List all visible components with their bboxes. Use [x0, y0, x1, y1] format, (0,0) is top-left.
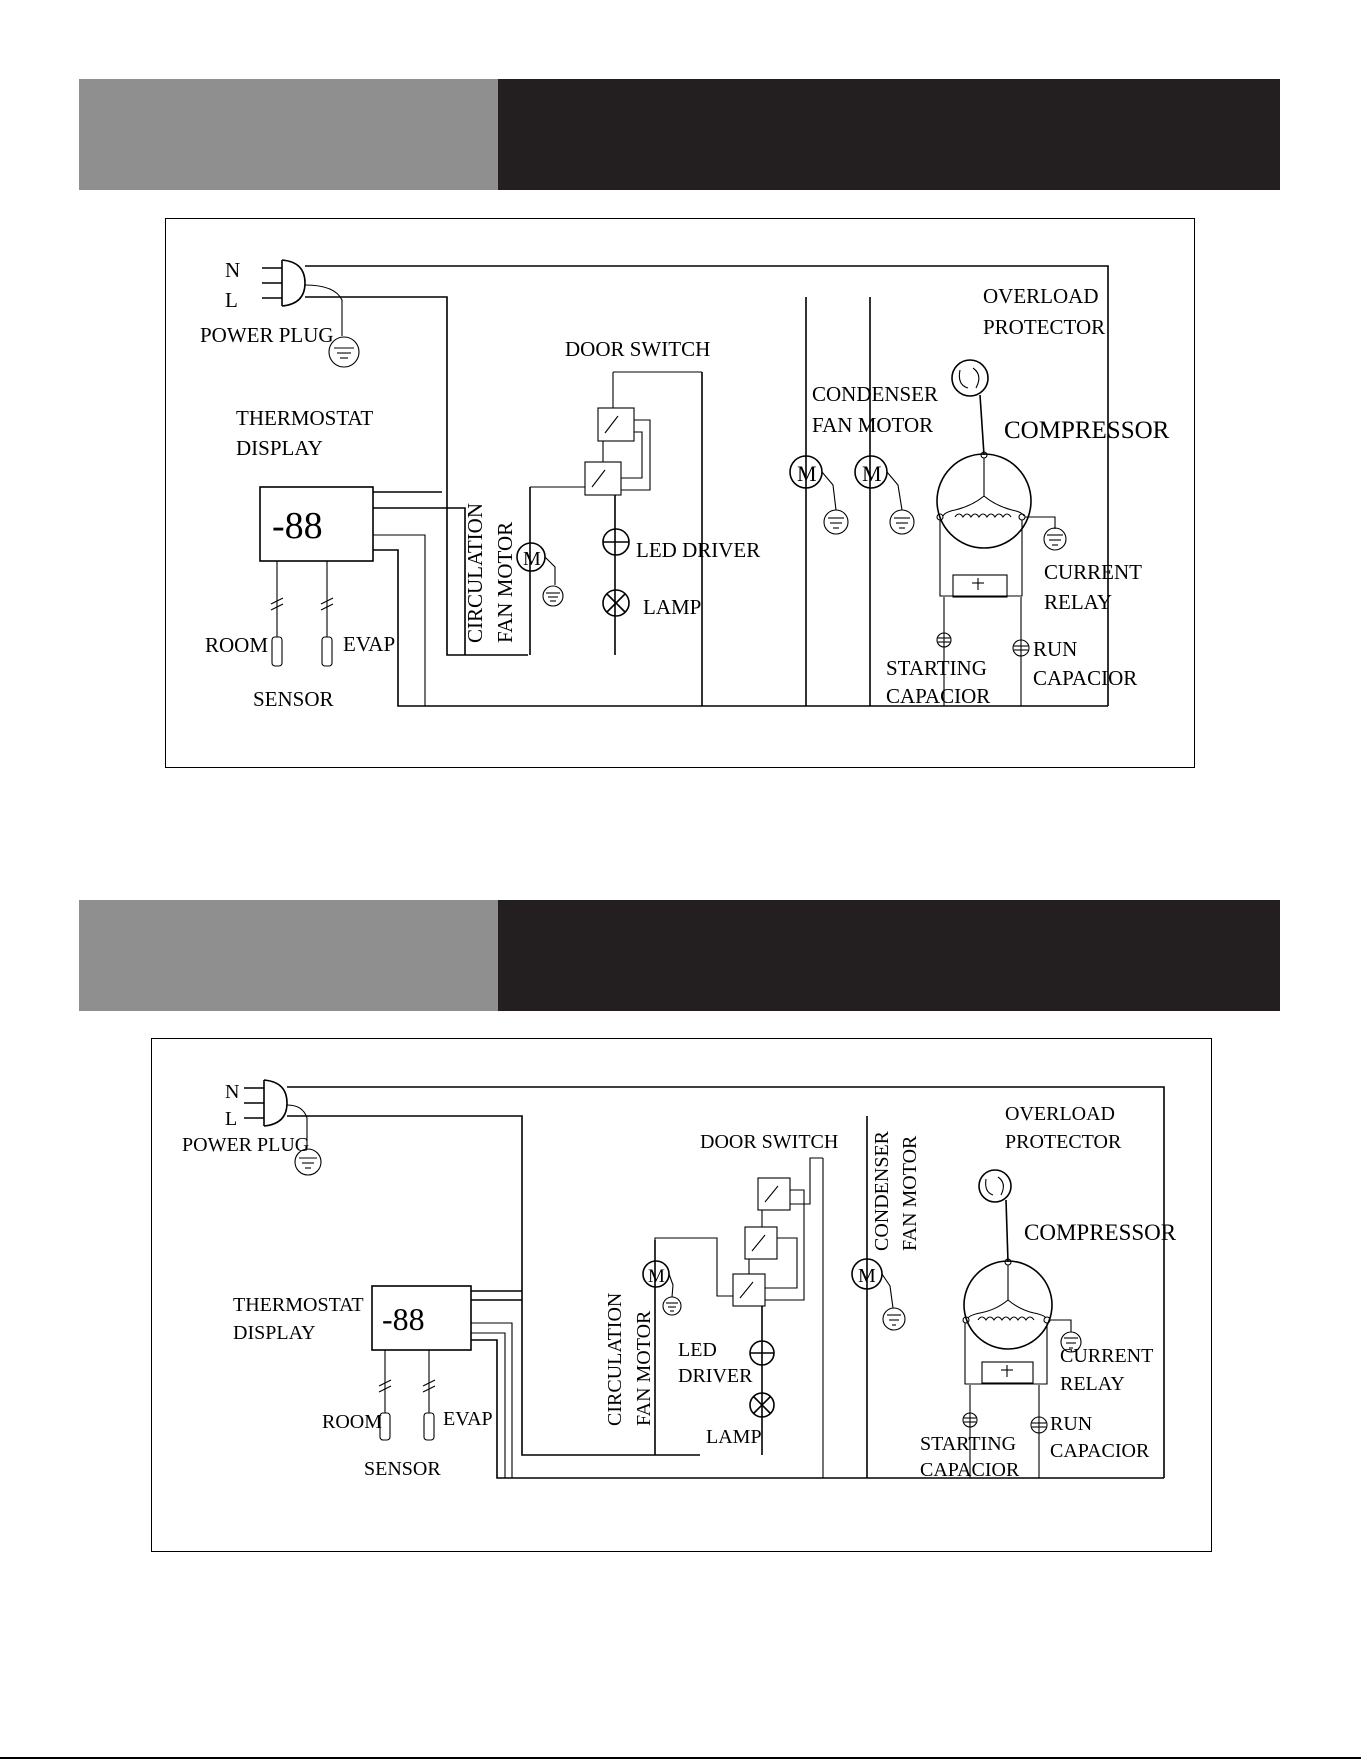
label-run-capacitor-2: CAPACIOR	[1050, 1440, 1150, 1462]
label-fan-motor: FAN MOTOR	[493, 522, 517, 643]
overload-protector-icon	[951, 359, 989, 456]
section-header-left-1	[79, 79, 498, 190]
condenser-fan-motor-icon: M M	[789, 455, 915, 535]
circulation-fan-motor-icon-2: M	[642, 1260, 682, 1316]
wiring-diagram-frame-2	[151, 1038, 1212, 1552]
label-n: N	[225, 258, 240, 282]
label-thermostat-2: THERMOSTAT	[233, 1294, 364, 1316]
page-bottom-rule	[0, 1757, 1361, 1759]
compressor-icon	[936, 451, 1067, 551]
label-door-switch: DOOR SWITCH	[565, 337, 710, 361]
current-relay-icon-2	[964, 1323, 1048, 1385]
door-switch-icon	[530, 372, 651, 496]
motor-symbol-4: M	[648, 1266, 665, 1287]
thermostat-display-2: -88	[371, 1285, 472, 1351]
label-current-2: CURRENT	[1060, 1345, 1153, 1367]
label-door-switch-2: DOOR SWITCH	[700, 1131, 838, 1153]
label-evap: EVAP	[343, 632, 395, 656]
power-plug-icon-2	[244, 1079, 288, 1127]
label-run-capacitor: CAPACIOR	[1033, 666, 1137, 690]
label-power-plug: POWER PLUG	[200, 323, 334, 347]
label-starting: STARTING	[886, 656, 987, 680]
label-power-plug-2: POWER PLUG	[182, 1134, 309, 1156]
label-display: DISPLAY	[236, 436, 323, 460]
power-plug-icon	[262, 259, 306, 307]
motor-symbol-2: M	[797, 461, 817, 486]
thermostat-display: -88	[259, 486, 374, 562]
led-driver-icon	[602, 528, 630, 556]
label-relay-2: RELAY	[1060, 1373, 1125, 1395]
run-capacitor-icon	[1012, 597, 1030, 706]
label-evap-2: EVAP	[443, 1408, 493, 1430]
run-capacitor-icon-2	[1030, 1385, 1048, 1478]
compressor-icon-2	[962, 1258, 1082, 1353]
label-relay: RELAY	[1044, 590, 1112, 614]
label-condenser-2: CONDENSER	[871, 1130, 893, 1251]
current-relay-icon	[939, 520, 1023, 598]
label-led-driver: LED DRIVER	[636, 538, 760, 562]
display-digits: -88	[272, 505, 323, 547]
room-sensor-icon	[270, 561, 284, 667]
label-room: ROOM	[205, 633, 268, 657]
ground-icon-2	[286, 1104, 322, 1176]
label-protector: PROTECTOR	[983, 315, 1105, 339]
label-driver-2: DRIVER	[678, 1365, 753, 1387]
label-condenser: CONDENSER	[812, 382, 938, 406]
wiring-diagram-frame-1	[165, 218, 1195, 768]
motor-symbol-5: M	[858, 1265, 876, 1287]
lamp-icon	[602, 589, 630, 617]
label-circulation: CIRCULATION	[463, 503, 487, 643]
starting-capacitor-icon	[936, 597, 952, 706]
label-compressor: COMPRESSOR	[1004, 417, 1170, 444]
ground-icon	[304, 284, 360, 368]
motor-symbol-3: M	[862, 461, 882, 486]
wiring-diagram-2: N L POWER PLUG -88 THERMOSTAT DISPLAY	[182, 1079, 1177, 1481]
label-current: CURRENT	[1044, 560, 1142, 584]
display-digits-2: -88	[382, 1301, 425, 1337]
section-header-left-2	[79, 900, 498, 1011]
circulation-fan-motor-icon: M	[516, 542, 564, 607]
label-compressor-2: COMPRESSOR	[1024, 1220, 1177, 1245]
starting-capacitor-icon-2	[962, 1385, 978, 1478]
label-led-2: LED	[678, 1339, 717, 1361]
condenser-fan-motor-icon-2: M	[851, 1258, 906, 1331]
label-lamp: LAMP	[643, 595, 701, 619]
label-sensor: SENSOR	[253, 687, 334, 711]
led-driver-icon-2	[749, 1340, 775, 1366]
label-run: RUN	[1033, 637, 1077, 661]
label-sensor-2: SENSOR	[364, 1458, 441, 1480]
label-overload: OVERLOAD	[983, 284, 1099, 308]
overload-protector-icon-2	[978, 1169, 1012, 1263]
evap-sensor-icon	[320, 561, 334, 667]
label-fan-motor-2: FAN MOTOR	[633, 1310, 655, 1426]
label-starting-2: STARTING	[920, 1433, 1016, 1455]
label-overload-2: OVERLOAD	[1005, 1103, 1115, 1125]
label-n-2: N	[225, 1081, 239, 1103]
label-condenser-fan-motor: FAN MOTOR	[812, 413, 933, 437]
room-sensor-icon-2	[378, 1350, 392, 1441]
label-starting-capacitor: CAPACIOR	[886, 684, 990, 708]
label-display-2: DISPLAY	[233, 1322, 316, 1344]
door-switch-icon-2	[732, 1157, 823, 1307]
label-lamp-2: LAMP	[706, 1426, 762, 1448]
label-condenser-fan-motor-2: FAN MOTOR	[899, 1135, 921, 1251]
label-l-2: L	[225, 1108, 237, 1130]
label-thermostat: THERMOSTAT	[236, 406, 373, 430]
label-protector-2: PROTECTOR	[1005, 1131, 1122, 1153]
label-starting-capacitor-2: CAPACIOR	[920, 1459, 1020, 1481]
section-header-right-2	[498, 900, 1280, 1011]
wiring-diagram-1: N L POWER PLUG -88 THERMOSTAT DISPLAY	[200, 258, 1170, 711]
evap-sensor-icon-2	[422, 1350, 436, 1441]
label-room-2: ROOM	[322, 1411, 382, 1433]
label-run-2: RUN	[1050, 1413, 1092, 1435]
motor-symbol: M	[523, 548, 541, 570]
section-header-right-1	[498, 79, 1280, 190]
label-circulation-2: CIRCULATION	[604, 1293, 626, 1426]
label-l: L	[225, 288, 238, 312]
lamp-icon-2	[749, 1392, 775, 1418]
